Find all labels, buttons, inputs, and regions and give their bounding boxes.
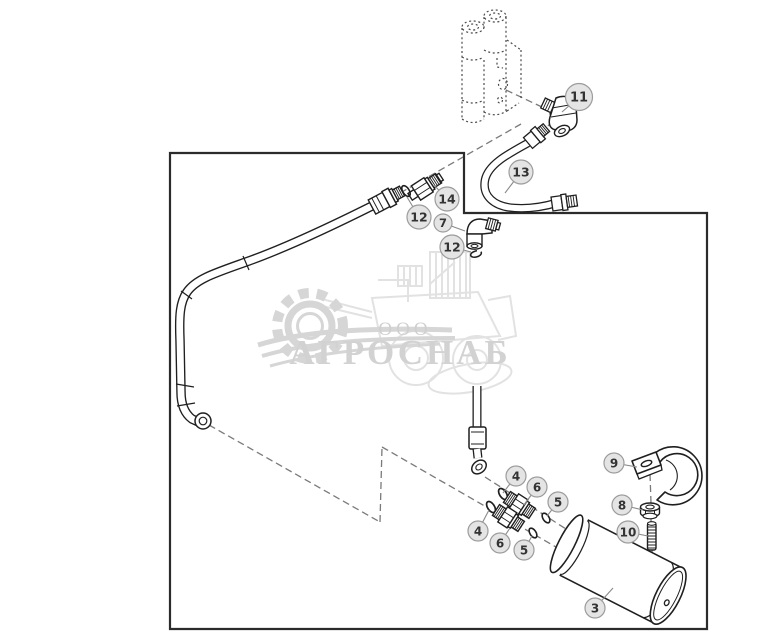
svg-text:4: 4 <box>474 524 482 538</box>
part-hose-13 <box>480 122 579 213</box>
callout-balloons: 11 13 14 12 7 12 4 6 <box>406 82 640 619</box>
callout-5-upper[interactable]: 5 <box>547 491 569 513</box>
svg-text:4: 4 <box>512 469 520 483</box>
part-nut-8 <box>639 502 661 520</box>
svg-text:11: 11 <box>570 91 588 106</box>
callout-11[interactable]: 11 <box>564 82 594 112</box>
watermark-company-prefix: ООО <box>378 319 431 340</box>
part-fitting-14 <box>406 172 445 202</box>
callout-9[interactable]: 9 <box>603 452 625 474</box>
svg-text:12: 12 <box>443 240 460 255</box>
part-stud-10 <box>646 521 657 551</box>
callout-5-lower[interactable]: 5 <box>513 539 535 561</box>
svg-text:5: 5 <box>554 495 562 509</box>
callout-8[interactable]: 8 <box>611 494 633 516</box>
part-fitting-6-upper <box>502 490 537 520</box>
callout-4-upper[interactable]: 4 <box>505 465 527 487</box>
svg-text:14: 14 <box>438 192 456 207</box>
callout-6-upper[interactable]: 6 <box>526 476 548 498</box>
part-clamp-9 <box>631 446 703 506</box>
callout-3[interactable]: 3 <box>584 597 606 619</box>
callout-12-lower[interactable]: 12 <box>439 234 465 260</box>
part-accumulator-3 <box>549 514 687 625</box>
valve-block-phantom <box>461 9 522 124</box>
diagram-frame <box>168 151 709 631</box>
watermark: ООО АГРОСНАБ <box>257 251 518 395</box>
part-hose-vertical <box>468 386 487 475</box>
part-oring-12-upper <box>400 184 412 198</box>
part-oring-5-lower <box>528 527 538 539</box>
watermark-gear-icon <box>272 288 348 364</box>
svg-text:6: 6 <box>533 480 541 494</box>
watermark-swoosh <box>257 326 456 368</box>
callout-14[interactable]: 14 <box>434 186 460 212</box>
svg-text:12: 12 <box>410 210 427 225</box>
svg-text:7: 7 <box>439 216 447 230</box>
svg-text:8: 8 <box>618 498 626 512</box>
watermark-company-name: АГРОСНАБ <box>289 333 510 372</box>
svg-text:10: 10 <box>620 525 637 539</box>
svg-text:9: 9 <box>610 456 618 470</box>
callout-6-lower[interactable]: 6 <box>489 532 511 554</box>
callout-7[interactable]: 7 <box>433 213 453 233</box>
part-oring-12-lower <box>469 250 483 258</box>
part-oring-5-upper <box>541 512 551 524</box>
part-fitting-6-lower <box>491 503 526 533</box>
svg-text:5: 5 <box>520 543 528 557</box>
svg-text:3: 3 <box>591 601 599 615</box>
callout-4-lower[interactable]: 4 <box>467 520 489 542</box>
callout-13[interactable]: 13 <box>508 159 534 185</box>
callout-10[interactable]: 10 <box>616 520 640 544</box>
part-elbow-7 <box>466 217 502 250</box>
part-hose-long <box>174 185 406 430</box>
svg-text:6: 6 <box>496 536 504 550</box>
svg-text:13: 13 <box>512 165 529 180</box>
callout-12-upper[interactable]: 12 <box>406 204 432 230</box>
